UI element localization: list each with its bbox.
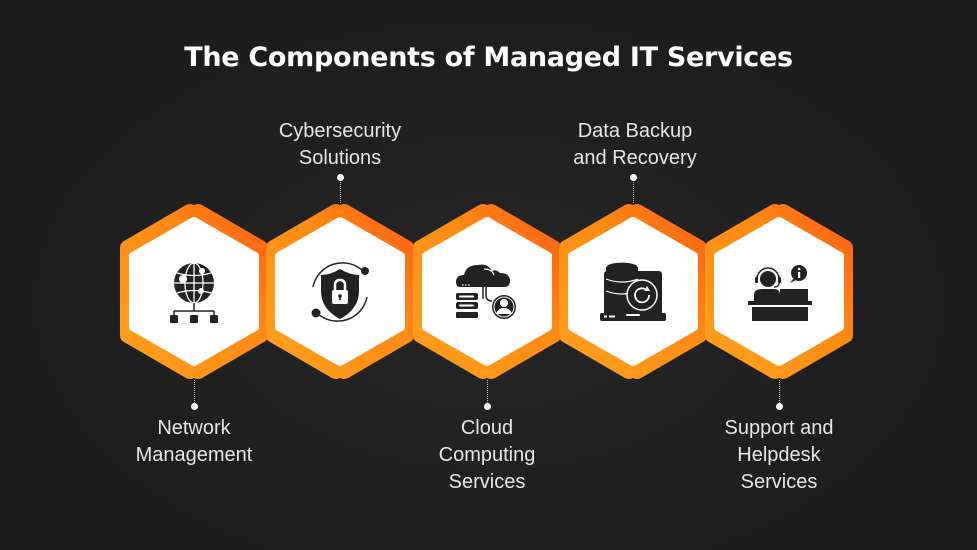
hexagon-cybersecurity <box>264 203 416 380</box>
page-title: The Components of Managed IT Services <box>184 42 793 73</box>
label-support-helpdesk: Support and Helpdesk Services <box>724 417 834 493</box>
database-backup-laptop-icon <box>600 261 666 321</box>
hexagon-support-helpdesk <box>703 203 855 380</box>
hexagon-data-backup <box>557 203 709 380</box>
cloud-server-user-icon <box>456 264 516 319</box>
connector-line <box>487 380 488 407</box>
connector-line <box>194 380 195 407</box>
connector-line <box>340 180 341 203</box>
connector-dot <box>191 403 198 410</box>
label-data-backup: Data Backup and Recovery <box>573 120 697 169</box>
connector-line <box>633 180 634 203</box>
connector-dot <box>337 174 344 181</box>
connector-dot <box>776 403 783 410</box>
shield-lock-icon <box>311 262 369 322</box>
connector-dot <box>630 174 637 181</box>
hexagon-cloud-computing <box>411 203 563 380</box>
connector-dot <box>484 403 491 410</box>
hexagon-network-management <box>118 203 270 380</box>
label-network-management: Network Management <box>135 417 253 466</box>
globe-network-icon <box>170 262 218 323</box>
connector-line <box>779 380 780 407</box>
label-cybersecurity: Cybersecurity Solutions <box>278 120 402 169</box>
helpdesk-agent-icon <box>748 265 812 321</box>
label-cloud-computing: Cloud Computing Services <box>438 417 536 493</box>
